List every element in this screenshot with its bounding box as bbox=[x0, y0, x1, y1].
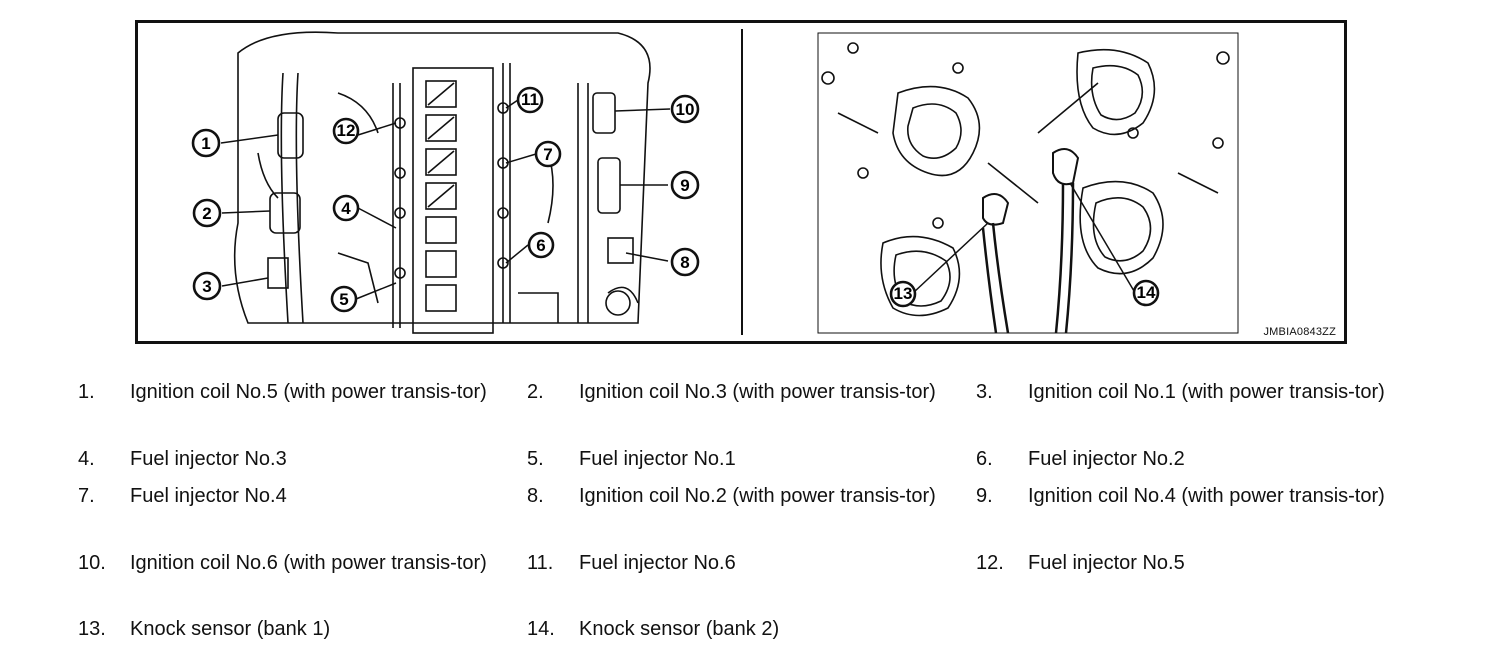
leader-lines bbox=[220, 99, 1135, 300]
svg-text:1: 1 bbox=[201, 134, 210, 153]
callout-10: 10 bbox=[670, 94, 700, 124]
legend-number: 4. bbox=[78, 448, 95, 470]
legend-number: 2. bbox=[527, 381, 544, 403]
legend-number: 14. bbox=[527, 618, 555, 640]
callout-7: 7 bbox=[534, 140, 562, 168]
engine-drawing: 1 2 3 4 5 6 7 8 9 10 11 12 13 14 bbox=[191, 29, 1239, 335]
legend-number: 12. bbox=[976, 552, 1004, 574]
callout-12: 12 bbox=[332, 117, 360, 145]
svg-text:8: 8 bbox=[680, 253, 689, 272]
callout-5: 5 bbox=[330, 285, 358, 313]
legend-number: 3. bbox=[976, 381, 993, 403]
legend-number: 7. bbox=[78, 485, 95, 507]
svg-text:2: 2 bbox=[202, 204, 211, 223]
legend-number: 6. bbox=[976, 448, 993, 470]
svg-text:14: 14 bbox=[1137, 283, 1156, 302]
svg-text:11: 11 bbox=[521, 90, 539, 109]
legend-number: 8. bbox=[527, 485, 544, 507]
legend-number: 5. bbox=[527, 448, 544, 470]
legend-number: 1. bbox=[78, 381, 95, 403]
svg-text:10: 10 bbox=[676, 100, 695, 119]
svg-text:4: 4 bbox=[341, 199, 351, 218]
callout-3: 3 bbox=[192, 271, 222, 301]
callout-9: 9 bbox=[670, 170, 700, 200]
callout-6: 6 bbox=[527, 231, 555, 259]
callout-13: 13 bbox=[889, 280, 917, 308]
legend-text: Fuel injector No.1 bbox=[579, 448, 736, 470]
svg-text:6: 6 bbox=[536, 236, 545, 255]
svg-text:12: 12 bbox=[337, 121, 356, 140]
callout-11: 11 bbox=[516, 86, 544, 114]
engine-diagram: 1 2 3 4 5 6 7 8 9 10 11 12 13 14 JMBIA08… bbox=[135, 20, 1347, 344]
callout-8: 8 bbox=[670, 247, 700, 277]
svg-text:5: 5 bbox=[339, 290, 348, 309]
svg-text:13: 13 bbox=[894, 284, 913, 303]
legend-text: Ignition coil No.5 (with power transis-t… bbox=[130, 381, 487, 403]
callout-1: 1 bbox=[191, 128, 221, 158]
legend-number: 13. bbox=[78, 618, 106, 640]
callout-2: 2 bbox=[192, 198, 222, 228]
legend-number: 11. bbox=[527, 552, 554, 574]
legend-text: Ignition coil No.2 (with power transis-t… bbox=[579, 485, 936, 507]
legend-text: Fuel injector No.6 bbox=[579, 552, 736, 574]
svg-text:7: 7 bbox=[543, 145, 552, 164]
legend-number: 9. bbox=[976, 485, 993, 507]
left-engine-view bbox=[233, 31, 651, 334]
right-engine-view bbox=[817, 32, 1239, 334]
legend-text: Fuel injector No.2 bbox=[1028, 448, 1185, 470]
legend-text: Fuel injector No.4 bbox=[130, 485, 287, 507]
legend-text: Ignition coil No.6 (with power transis-t… bbox=[130, 552, 487, 574]
legend-text: Knock sensor (bank 1) bbox=[130, 618, 331, 640]
legend-text: Ignition coil No.3 (with power transis-t… bbox=[579, 381, 936, 403]
figure-code: JMBIA0843ZZ bbox=[1263, 326, 1336, 338]
svg-text:3: 3 bbox=[202, 277, 211, 296]
legend-text: Knock sensor (bank 2) bbox=[579, 618, 780, 640]
callout-4: 4 bbox=[332, 194, 360, 222]
legend-text: Fuel injector No.5 bbox=[1028, 552, 1185, 574]
legend-text: Fuel injector No.3 bbox=[130, 448, 287, 470]
legend-number: 10. bbox=[78, 552, 106, 574]
legend-text: Ignition coil No.1 (with power transis-t… bbox=[1028, 381, 1385, 403]
svg-text:9: 9 bbox=[680, 176, 689, 195]
legend-text: Ignition coil No.4 (with power transis-t… bbox=[1028, 485, 1385, 507]
callout-14: 14 bbox=[1132, 279, 1160, 307]
